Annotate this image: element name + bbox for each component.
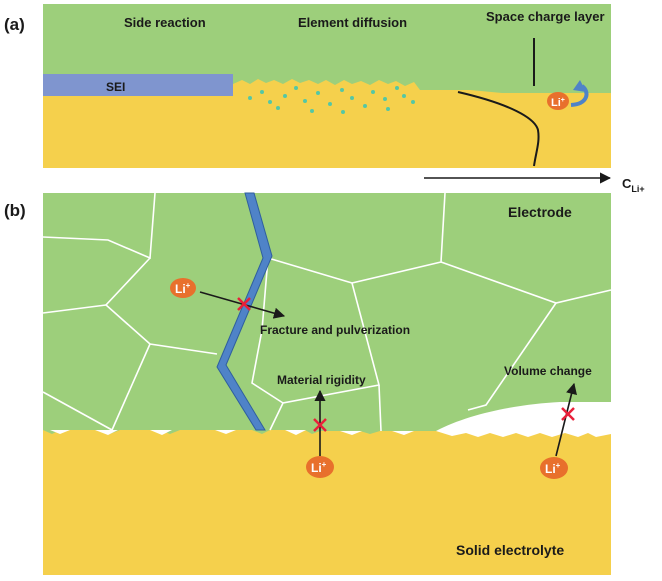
li-ion-rigidity: Li+ bbox=[306, 456, 334, 478]
sei-layer bbox=[43, 74, 233, 96]
electrode-label: Electrode bbox=[508, 204, 572, 220]
svg-text:Li+: Li+ bbox=[311, 460, 327, 475]
space-charge-layer-label: Space charge layer bbox=[486, 9, 605, 24]
panel-b-tag: (b) bbox=[4, 201, 26, 220]
curved-arrow-icon bbox=[570, 80, 589, 107]
solid-electrolyte-label: Solid electrolyte bbox=[456, 542, 564, 558]
panel-b: (b) Electrode Soli bbox=[4, 192, 612, 575]
li-ion-a: Li+ bbox=[547, 92, 569, 110]
grain-boundaries bbox=[42, 192, 612, 432]
sei-label: SEI bbox=[106, 80, 125, 94]
concentration-profile-curve bbox=[457, 91, 540, 167]
li-ion-rigidity-sup: + bbox=[322, 460, 327, 469]
panel-a-tag: (a) bbox=[4, 15, 25, 34]
concentration-axis-label: CLi+ bbox=[622, 176, 645, 194]
li-ion-fracture-base: Li bbox=[175, 282, 186, 296]
electrode-region-b bbox=[43, 193, 611, 434]
electrolyte-region-a bbox=[43, 79, 611, 168]
li-ion-volume: Li+ bbox=[540, 457, 568, 479]
li-ion-a-base: Li bbox=[551, 97, 561, 109]
crack bbox=[216, 192, 273, 431]
rigidity-block-x-icon bbox=[313, 418, 327, 432]
diffusion-dots bbox=[248, 86, 415, 114]
svg-text:Li+: Li+ bbox=[175, 281, 191, 296]
fracture-block-x-icon bbox=[237, 297, 251, 311]
li-ion-volume-base: Li bbox=[545, 462, 556, 476]
rigidity-label: Material rigidity bbox=[277, 373, 366, 387]
side-reaction-label: Side reaction bbox=[124, 15, 206, 30]
svg-text:Li+: Li+ bbox=[545, 461, 561, 476]
li-ion-fracture-sup: + bbox=[186, 281, 191, 290]
li-ion-volume-sup: + bbox=[556, 461, 561, 470]
volume-change-arrow bbox=[555, 382, 577, 457]
fracture-arrow bbox=[199, 291, 286, 319]
interface-gaps bbox=[50, 430, 414, 435]
li-ion-fracture: Li+ bbox=[170, 278, 196, 298]
li-ion-a-sup: + bbox=[561, 97, 565, 104]
li-ion-rigidity-base: Li bbox=[311, 461, 322, 475]
volume-change-block-x-icon bbox=[561, 407, 575, 421]
volume-change-label: Volume change bbox=[504, 364, 592, 378]
panel-a: (a) SEI Side reaction Element diffusion … bbox=[4, 4, 645, 194]
fracture-label: Fracture and pulverization bbox=[260, 323, 410, 337]
svg-text:Li+: Li+ bbox=[551, 97, 565, 109]
element-diffusion-label: Element diffusion bbox=[298, 15, 407, 30]
